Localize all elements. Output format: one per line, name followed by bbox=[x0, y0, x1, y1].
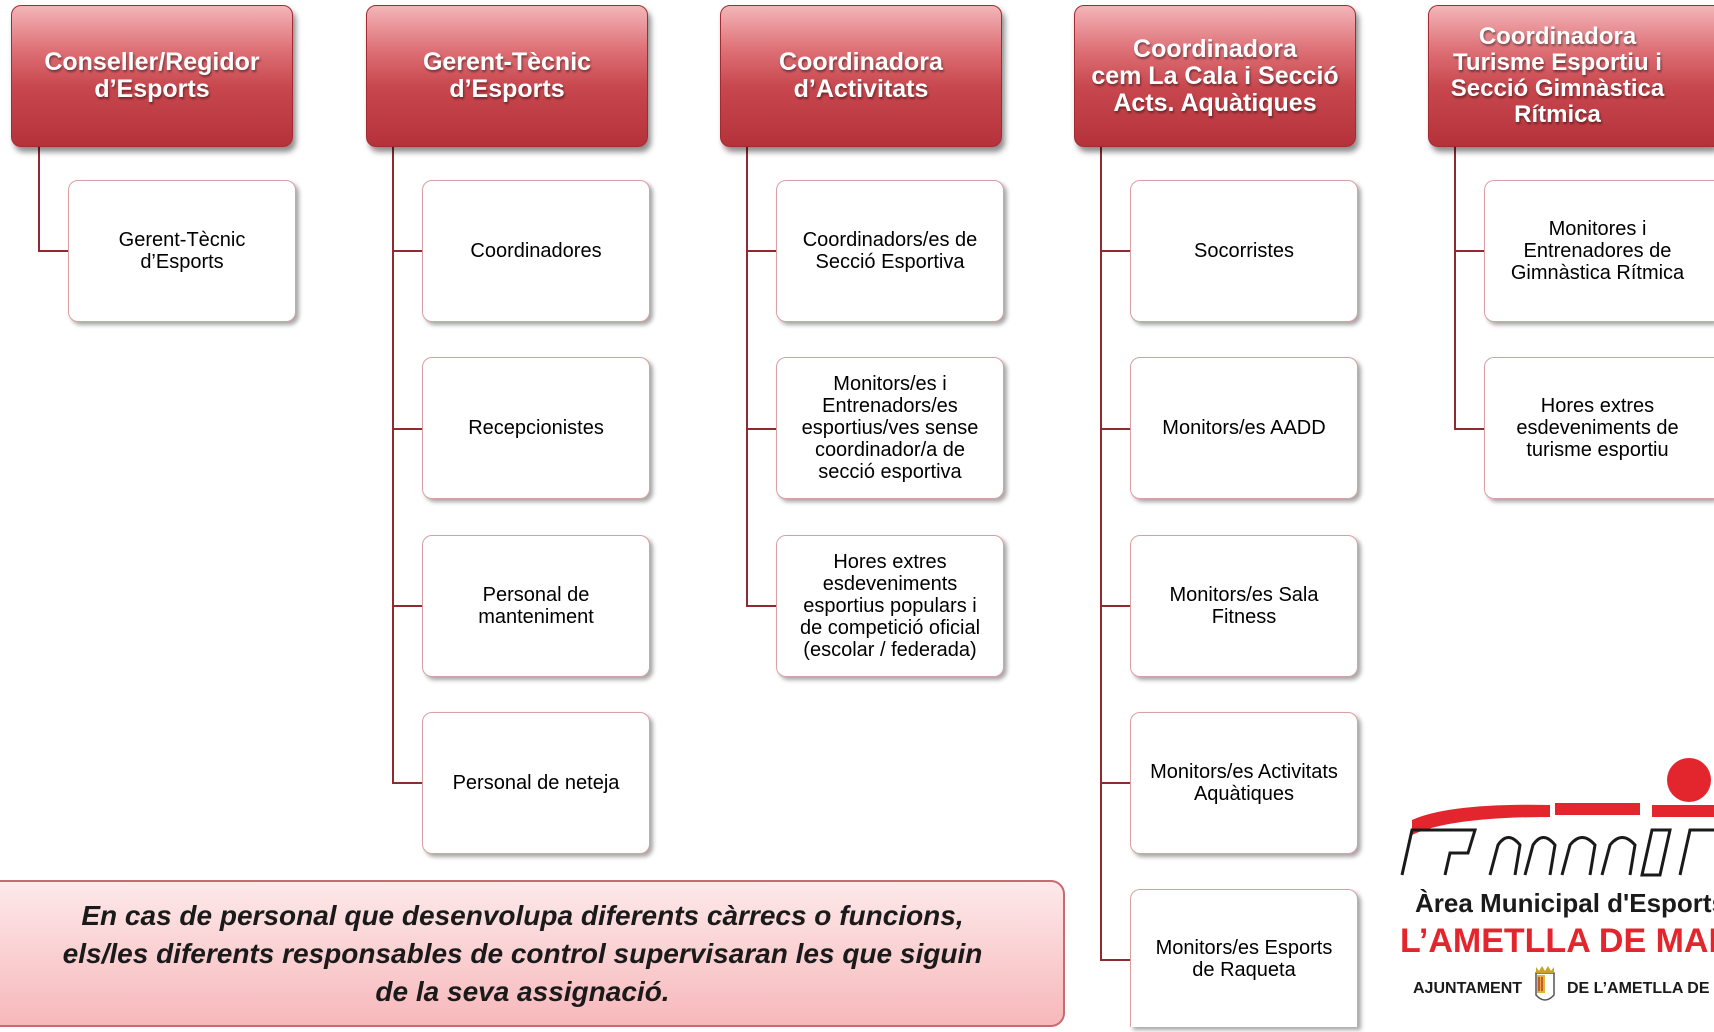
org-box-label: Hores extres esdeveniments esportius pop… bbox=[799, 551, 981, 661]
area-municipal-logo: Àrea Municipal d'Esports L’AMETLLA DE MA… bbox=[1390, 755, 1714, 1027]
org-box: Socorristes bbox=[1130, 180, 1358, 322]
logo-text-ametlla: DE L’AMETLLA DE MAR bbox=[1567, 980, 1714, 997]
logo-arches bbox=[1400, 828, 1714, 877]
connector-line bbox=[746, 428, 776, 430]
org-box: Monitors/es Sala Fitness bbox=[1130, 535, 1358, 677]
org-box-label: Monitors/es Esports de Raqueta bbox=[1155, 936, 1333, 981]
org-box: Hores extres esdeveniments esportius pop… bbox=[776, 535, 1004, 677]
connector-line bbox=[1454, 428, 1484, 430]
org-box: Monitors/es AADD bbox=[1130, 357, 1358, 499]
note-box: En cas de personal que desenvolupa difer… bbox=[0, 880, 1065, 1027]
org-head-gerent: Gerent-Tècnic d’Esports bbox=[366, 5, 648, 147]
org-head-coord-activitats: Coordinadora d’Activitats bbox=[720, 5, 1002, 147]
org-box: Monitors/es i Entrenadors/es esportius/v… bbox=[776, 357, 1004, 499]
note-text: En cas de personal que desenvolupa difer… bbox=[62, 899, 983, 1007]
logo-swoosh bbox=[1412, 804, 1550, 835]
org-box-label: Socorristes bbox=[1193, 240, 1295, 262]
connector-line bbox=[392, 605, 422, 607]
connector-line bbox=[746, 605, 776, 607]
logo-dot bbox=[1667, 758, 1711, 802]
connector-line bbox=[392, 250, 422, 252]
org-box: Recepcionistes bbox=[422, 357, 650, 499]
org-head-coord-cala: Coordinadora cem La Cala i Secció Acts. … bbox=[1074, 5, 1356, 147]
connector-line bbox=[1454, 250, 1484, 252]
org-box-label: Personal de manteniment bbox=[478, 584, 594, 628]
connector-line bbox=[392, 782, 422, 784]
org-box-label: Coordinadores bbox=[470, 240, 602, 262]
org-box: Personal de manteniment bbox=[422, 535, 650, 677]
logo-text-area: Àrea Municipal d'Esports bbox=[1415, 888, 1714, 918]
org-box-label: Monitors/es Activitats Aquàtiques bbox=[1150, 761, 1338, 805]
org-box-label: Gerent-Tècnic d’Esports bbox=[118, 229, 246, 273]
org-box-label: Personal de neteja bbox=[452, 772, 620, 794]
org-box-label: Monitores i Entrenadores de Gimnàstica R… bbox=[1510, 218, 1685, 284]
logo-bar bbox=[1555, 803, 1640, 815]
connector-line bbox=[746, 146, 748, 607]
connector-line bbox=[392, 428, 422, 430]
logo-bar bbox=[1652, 805, 1714, 817]
org-head-title: Coordinadora d’Activitats bbox=[779, 48, 943, 103]
org-head-title: Coordinadora Turisme Esportiu i Secció G… bbox=[1450, 23, 1665, 128]
org-box-label: Monitors/es AADD bbox=[1162, 417, 1326, 439]
connector-line bbox=[1100, 146, 1102, 961]
logo-graphic: Àrea Municipal d'Esports L’AMETLLA DE MA… bbox=[1400, 758, 1714, 1001]
org-head-coord-turisme: Coordinadora Turisme Esportiu i Secció G… bbox=[1428, 5, 1714, 147]
org-box-label: Hores extres esdeveniments de turisme es… bbox=[1516, 395, 1679, 461]
org-box: Monitors/es Esports de Raqueta bbox=[1130, 889, 1358, 1027]
connector-line bbox=[1100, 782, 1130, 784]
org-box: Hores extres esdeveniments de turisme es… bbox=[1484, 357, 1714, 499]
org-head-conseller: Conseller/Regidor d’Esports bbox=[11, 5, 293, 147]
connector-line bbox=[38, 146, 40, 252]
connector-line bbox=[392, 146, 394, 784]
connector-line bbox=[1100, 250, 1130, 252]
org-head-title: Coordinadora cem La Cala i Secció Acts. … bbox=[1091, 34, 1339, 117]
org-box-label: Monitors/es Sala Fitness bbox=[1169, 584, 1319, 628]
connector-line bbox=[1454, 146, 1456, 430]
org-box: Gerent-Tècnic d’Esports bbox=[68, 180, 296, 322]
coat-of-arms-icon bbox=[1535, 966, 1555, 1001]
connector-line bbox=[38, 250, 68, 252]
org-box: Personal de neteja bbox=[422, 712, 650, 854]
logo-text-town: L’AMETLLA DE MAR bbox=[1400, 922, 1714, 960]
connector-line bbox=[746, 250, 776, 252]
connector-line bbox=[1100, 959, 1130, 961]
org-box-label: Coordinadors/es de Secció Esportiva bbox=[802, 229, 978, 273]
connector-line bbox=[1100, 605, 1130, 607]
org-head-title: Gerent-Tècnic d’Esports bbox=[422, 48, 592, 103]
org-box: Monitors/es Activitats Aquàtiques bbox=[1130, 712, 1358, 854]
org-box-label: Monitors/es i Entrenadors/es esportius/v… bbox=[801, 373, 979, 483]
org-box: Coordinadors/es de Secció Esportiva bbox=[776, 180, 1004, 322]
org-box-label: Recepcionistes bbox=[468, 417, 604, 439]
org-head-title: Conseller/Regidor d’Esports bbox=[44, 48, 260, 103]
org-box: Monitores i Entrenadores de Gimnàstica R… bbox=[1484, 180, 1714, 322]
org-box: Coordinadores bbox=[422, 180, 650, 322]
logo-text-ajuntament: AJUNTAMENT bbox=[1413, 980, 1522, 997]
connector-line bbox=[1100, 428, 1130, 430]
